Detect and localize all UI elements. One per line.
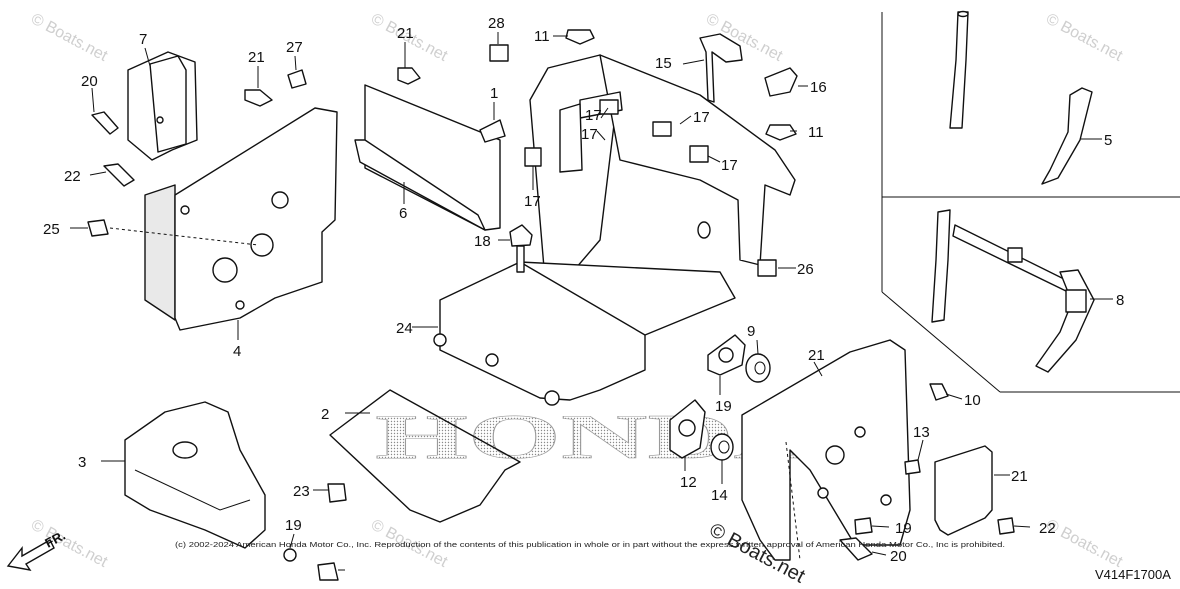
callout-22: 20 [890, 548, 907, 565]
part-8-side-plate [144, 107, 338, 331]
part-27-washer [287, 69, 307, 89]
part-26-tube [949, 10, 1093, 185]
callout-27: 27 [286, 39, 303, 56]
part-17-pad [524, 147, 542, 167]
callout-3: 12 [680, 474, 697, 491]
callout-17: 17 [721, 157, 738, 174]
callout-17: 26 [797, 261, 814, 278]
callout-19: 19 [895, 520, 912, 537]
callout-18: 18 [474, 233, 491, 250]
part-14-washer [283, 548, 297, 562]
part-17-pad [689, 145, 709, 163]
hardware-parts [87, 29, 1015, 581]
part-6-plate [354, 84, 501, 231]
callout-28: 28 [488, 15, 505, 32]
stud [516, 245, 525, 273]
callout-17: 17 [693, 109, 710, 126]
callout-11: 11 [534, 28, 550, 45]
part-5-handle-frame [931, 209, 1095, 373]
part-17-pad [599, 99, 619, 115]
part-3-bearing-holder [669, 399, 706, 459]
part-18-nut [509, 224, 533, 247]
watermark-text: © Boats.net [28, 517, 110, 572]
part-1-clip [479, 119, 506, 143]
callout-20: 20 [81, 73, 98, 90]
part-16-clamp [764, 67, 798, 97]
part-23-bearing [710, 433, 734, 461]
part-9-right-plate [741, 339, 911, 561]
callout-15: 15 [655, 55, 672, 72]
callout-19: 22 [1039, 520, 1056, 537]
bolt-20 [91, 111, 119, 135]
bolt-21 [327, 483, 347, 503]
callout-14: 19 [285, 517, 302, 534]
bolt-19 [854, 517, 873, 535]
callout-25: 25 [43, 221, 60, 238]
part-7-bracket [127, 51, 198, 161]
part-12-small-plate [934, 445, 993, 536]
part-17-pad [652, 121, 672, 137]
bolt-19 [997, 517, 1015, 535]
bolt-21 [244, 89, 273, 107]
callout-8: 4 [233, 343, 241, 360]
callout-labels: 7 20 21 27 21 28 11 1 15 16 17 17 11 17 … [43, 15, 1124, 565]
bolt-20 [317, 562, 339, 581]
watermark-text: © Boats.net [28, 11, 110, 66]
callout-24: 9 [747, 323, 755, 340]
bolt-22 [839, 537, 873, 561]
callout-17: 17 [524, 193, 541, 210]
callout-21: 21 [248, 49, 265, 66]
callout-7: 7 [139, 31, 147, 48]
callout-6: 6 [399, 205, 407, 222]
callout-16: 16 [810, 79, 827, 96]
bolt-19 [904, 459, 921, 475]
part-11-grommet [565, 29, 595, 45]
callout-10: 2 [321, 406, 329, 423]
front-direction-indicator: FR. [6, 528, 68, 571]
watermark-text: © Boats.net [1043, 11, 1125, 66]
detail-inset [881, 12, 1180, 393]
bolt-21 [929, 383, 949, 401]
callout-17: 17 [585, 107, 602, 124]
callout-21: 21 [397, 25, 414, 42]
callout-11: 11 [808, 124, 824, 141]
callout-2: 19 [715, 398, 732, 415]
bolt-22 [103, 163, 135, 187]
diagram-code: V414F1700A [1095, 567, 1171, 582]
bolt-21 [397, 67, 421, 85]
callout-1: 1 [490, 85, 498, 102]
part-10-sheet [329, 389, 521, 523]
callout-19: 13 [913, 424, 930, 441]
callout-4: 24 [396, 320, 413, 337]
part-2-bearing-holder [707, 334, 746, 376]
copyright-notice: (c) 2002-2024 American Honda Motor Co., … [175, 540, 1005, 549]
part-4-main-frame [433, 54, 796, 406]
callout-13: 3 [78, 454, 86, 471]
part-11-grommet-2 [765, 124, 797, 141]
callout-12: 21 [1011, 468, 1028, 485]
part-25-fitting [87, 219, 109, 237]
part-13-cover [124, 401, 266, 549]
callout-22: 22 [64, 168, 81, 185]
leader-lines [70, 32, 1113, 571]
part-17-pad [757, 259, 777, 277]
callout-5: 8 [1116, 292, 1124, 309]
callout-21: 23 [293, 483, 310, 500]
callout-17: 17 [581, 126, 598, 143]
part-15-clip [699, 33, 743, 103]
callout-9: 21 [808, 347, 825, 364]
part-28-pad [489, 44, 509, 62]
callout-26: 5 [1104, 132, 1112, 149]
part-24-bearing [745, 353, 771, 383]
callout-21: 10 [964, 392, 981, 409]
callout-23: 14 [711, 487, 728, 504]
